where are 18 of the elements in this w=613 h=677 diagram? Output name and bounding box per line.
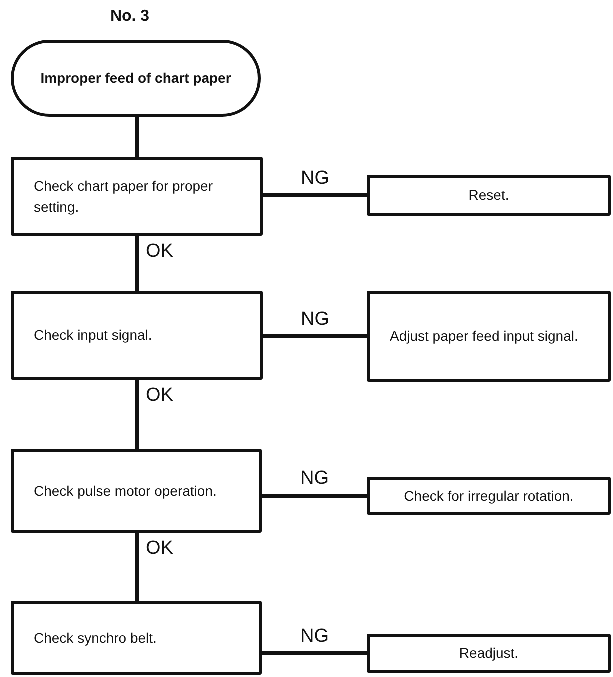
action-box: Adjust paper feed input signal. [367,291,611,382]
connector-line [135,533,139,601]
process-box: Check input signal. [11,291,263,380]
connector-line [263,194,367,198]
connector-line [262,652,367,656]
action-box: Reset. [367,175,611,216]
connector-line [262,494,367,498]
process-box: Check synchro belt. [11,601,262,675]
action-box: Check for irregular rotation. [367,477,611,515]
process-box: Check chart paper for proper setting. [11,157,263,236]
action-box: Readjust. [367,634,611,673]
connector-line [263,334,367,338]
process-box: Check pulse motor operation. [11,449,262,533]
diagram-title: No. 3 [109,8,151,26]
connector-line [135,236,139,291]
connector-line [135,117,139,157]
connector-line [135,380,139,449]
start-terminal: Improper feed of chart paper [11,40,261,117]
